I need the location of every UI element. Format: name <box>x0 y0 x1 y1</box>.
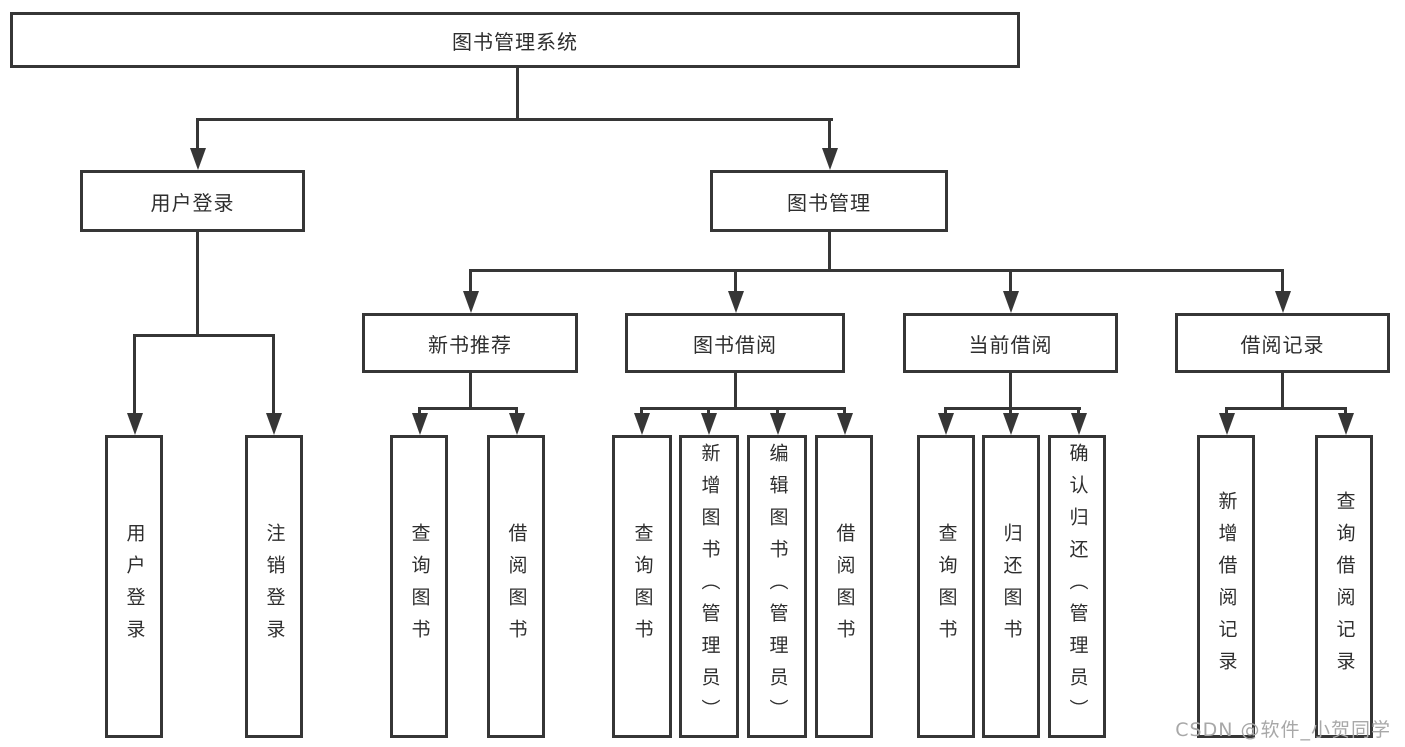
connector-line <box>1225 409 1228 415</box>
arrow-down-icon <box>509 413 525 435</box>
node-label: 新增图书（管理员） <box>698 442 721 731</box>
arrow-down-icon <box>728 291 744 313</box>
connector-line <box>1281 373 1284 410</box>
arrow-down-icon <box>127 413 143 435</box>
connector-line <box>843 409 846 415</box>
arrow-down-icon <box>190 148 206 170</box>
node-label: 查询图书 <box>408 522 431 651</box>
arrow-down-icon <box>634 413 650 435</box>
node-book-management: 图书管理 <box>710 170 948 232</box>
connector-line <box>776 409 779 415</box>
connector-line <box>1009 409 1012 415</box>
node-book-borrowing: 图书借阅 <box>625 313 845 373</box>
node-label: 查询图书 <box>631 522 654 651</box>
arrow-down-icon <box>770 413 786 435</box>
connector-line <box>1009 271 1012 293</box>
connector-line <box>640 407 846 410</box>
connector-line <box>1281 271 1284 293</box>
connector-line <box>133 334 275 337</box>
connector-line <box>196 120 199 150</box>
node-label: 注销登录 <box>263 522 286 651</box>
arrow-down-icon <box>822 148 838 170</box>
connector-line <box>469 271 472 293</box>
arrow-down-icon <box>266 413 282 435</box>
connector-line <box>196 232 199 337</box>
node-label: 新书推荐 <box>428 332 512 357</box>
leaf-query-borrow-record: 查询借阅记录 <box>1315 435 1373 738</box>
node-label: 借阅记录 <box>1240 332 1325 357</box>
leaf-borrow-books-borrowing: 借阅图书 <box>815 435 873 738</box>
connector-line <box>418 409 421 415</box>
node-label: 用户登录 <box>150 190 235 215</box>
arrow-down-icon <box>1275 291 1291 313</box>
connector-line <box>944 407 1081 410</box>
arrow-down-icon <box>837 413 853 435</box>
connector-line <box>640 409 643 415</box>
leaf-query-books-current: 查询图书 <box>917 435 975 738</box>
connector-line <box>944 409 947 415</box>
leaf-add-borrow-record: 新增借阅记录 <box>1197 435 1255 738</box>
node-new-book-recommendation: 新书推荐 <box>362 313 578 373</box>
node-label: 归还图书 <box>1000 522 1023 651</box>
arrow-down-icon <box>1338 413 1354 435</box>
leaf-borrow-books-recommend: 借阅图书 <box>487 435 545 738</box>
connector-line <box>469 373 472 410</box>
leaf-return-books: 归还图书 <box>982 435 1040 738</box>
node-user-login: 用户登录 <box>80 170 305 232</box>
arrow-down-icon <box>1219 413 1235 435</box>
csdn-watermark: CSDN @软件_小贺同学 <box>1175 719 1391 741</box>
connector-line <box>1344 409 1347 415</box>
connector-line <box>828 232 831 272</box>
arrow-down-icon <box>463 291 479 313</box>
connector-line <box>196 118 833 121</box>
node-label: 确认归还（管理员） <box>1066 442 1089 731</box>
connector-line <box>1009 373 1012 410</box>
arrow-down-icon <box>938 413 954 435</box>
connector-line <box>469 269 1284 272</box>
arrow-down-icon <box>1003 291 1019 313</box>
node-current-borrowing: 当前借阅 <box>903 313 1118 373</box>
node-label: 编辑图书（管理员） <box>766 442 789 731</box>
connector-line <box>828 120 831 150</box>
arrow-down-icon <box>1071 413 1087 435</box>
node-label: 新增借阅记录 <box>1215 490 1238 683</box>
node-label: 当前借阅 <box>968 332 1053 357</box>
arrow-down-icon <box>412 413 428 435</box>
leaf-user-login: 用户登录 <box>105 435 163 738</box>
connector-line <box>418 407 518 410</box>
connector-line <box>707 409 710 415</box>
node-label: 借阅图书 <box>833 522 856 651</box>
node-library-system: 图书管理系统 <box>10 12 1020 68</box>
connector-line <box>516 68 519 121</box>
node-label: 查询借阅记录 <box>1333 490 1356 683</box>
node-label: 借阅图书 <box>505 522 528 651</box>
leaf-logout: 注销登录 <box>245 435 303 738</box>
arrow-down-icon <box>1003 413 1019 435</box>
connector-line <box>734 271 737 293</box>
leaf-query-books-borrowing: 查询图书 <box>612 435 672 738</box>
node-borrowing-records: 借阅记录 <box>1175 313 1390 373</box>
leaf-confirm-return-admin: 确认归还（管理员） <box>1048 435 1106 738</box>
connector-line <box>1077 409 1080 415</box>
node-label: 查询图书 <box>935 522 958 651</box>
connector-line <box>734 373 737 410</box>
node-label: 图书借阅 <box>693 332 777 357</box>
leaf-add-books-admin: 新增图书（管理员） <box>679 435 739 738</box>
arrow-down-icon <box>701 413 717 435</box>
leaf-edit-books-admin: 编辑图书（管理员） <box>747 435 807 738</box>
node-label: 图书管理 <box>787 190 871 215</box>
connector-line <box>133 336 136 415</box>
connector-line <box>1225 407 1347 410</box>
node-label: 用户登录 <box>123 522 146 651</box>
connector-line <box>515 409 518 415</box>
leaf-query-books-recommend: 查询图书 <box>390 435 448 738</box>
connector-line <box>272 336 275 415</box>
node-label: 图书管理系统 <box>452 29 578 54</box>
